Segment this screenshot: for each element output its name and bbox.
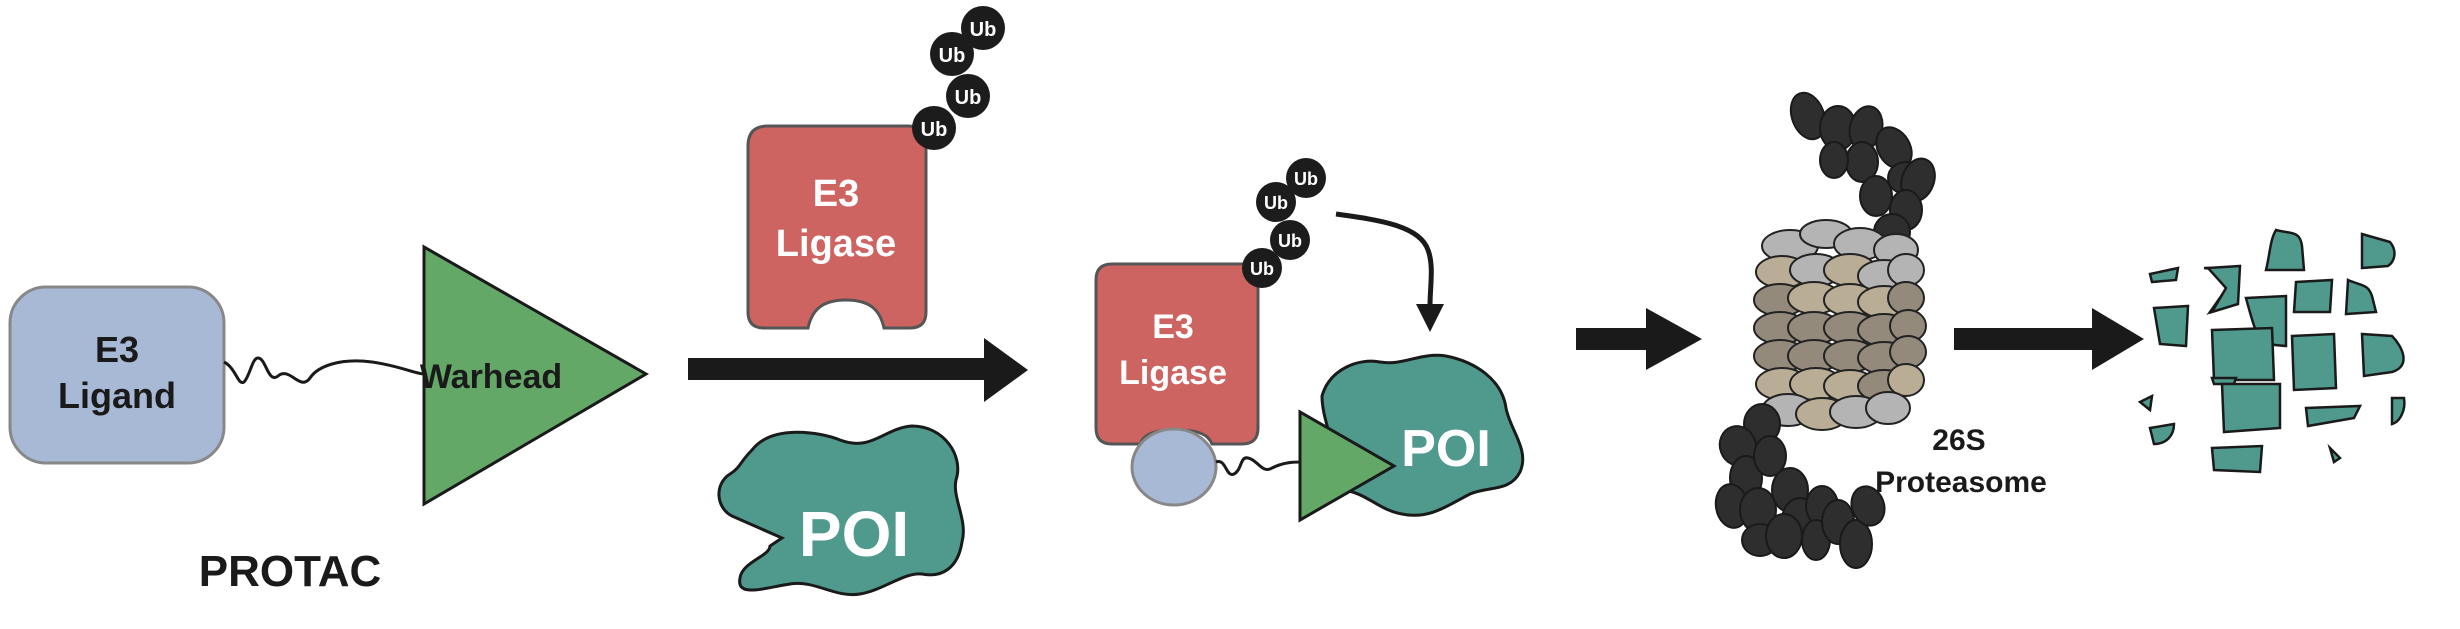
arrow-3 [1954,308,2144,370]
warhead-label: Warhead [420,358,562,396]
ubiquitin-transfer-arrow [1335,211,1434,307]
ternary-complex: E3 Ligase POI Ub Ub Ub Ub [1094,158,1525,523]
fragment [2390,396,2406,426]
arrow-1 [688,338,1028,402]
ub-circle [1286,158,1326,198]
ubiquitin-transfer-arrowhead [1416,304,1444,332]
arrow-2 [1576,308,1702,370]
polyubiquitin-chain-2: Ub Ub Ub Ub [1242,158,1326,288]
protac-linker [223,356,425,385]
e3-ligase-label-line1: E3 [813,173,859,215]
proteasome-bottom-cap [1714,403,1886,569]
ub-label: Ub [1264,193,1288,213]
fragment [2264,228,2306,272]
ub-circle [912,106,956,150]
ternary-e3-label-line1: E3 [1152,308,1194,346]
fragment [2360,232,2396,270]
e3-ligase-label-line2: Ligase [776,223,896,265]
ub-circle [946,74,990,118]
poi-blob [717,424,965,597]
degraded-peptide-fragments [2137,228,2406,474]
arrow-2-head [1646,308,1702,370]
ternary-poi-label: POI [1401,420,1491,478]
ub-label: Ub [939,45,966,67]
fragment [2292,278,2334,314]
arrow-3-shaft [1954,328,2096,350]
ternary-linker [1215,456,1303,476]
proteasome-top-cap [1789,91,1936,251]
proteasome-label-line1: 26S [1932,424,1985,457]
ub-label: Ub [921,119,948,141]
e3-ligase-unbound: E3 Ligase Ub Ub Ub Ub [746,6,1005,330]
protac-label: PROTAC [199,547,382,596]
ternary-e3-label-line2: Ligase [1119,354,1227,392]
poi-unbound: POI [717,424,965,597]
arrow-2-shaft [1576,328,1650,350]
arrow-3-head [2092,308,2144,370]
ub-circle [1242,248,1282,288]
e3-ligand-label-line1: E3 [95,329,139,370]
fragment [2327,443,2342,464]
fragment [2152,304,2190,348]
ub-label: Ub [1278,231,1302,251]
arrow-1-shaft [688,358,988,380]
proteasome-label-line2: Proteasome [1875,466,2047,499]
ub-label: Ub [955,87,982,109]
ternary-warhead [1298,409,1398,523]
ub-circle [1270,220,1310,260]
fragment [2220,382,2282,434]
ub-label: Ub [970,19,997,41]
fragment [2148,266,2180,284]
e3-ligand-block [8,285,226,465]
fragment [2148,422,2176,446]
ub-label: Ub [1250,259,1274,279]
proteasome: 26S Proteasome [1714,91,2047,569]
arrow-1-head [984,338,1028,402]
fragment [2205,264,2242,315]
fragment [2210,326,2276,382]
ub-circle [1256,182,1296,222]
fragment [2344,278,2378,316]
poi-label: POI [799,498,909,570]
fragment [2304,404,2363,428]
e3-ligand-label-line2: Ligand [58,375,176,416]
protac-molecule: E3 Ligand Warhead PROTAC [8,244,649,596]
proteasome-core [1753,219,1927,431]
fragment [2210,444,2264,474]
ub-circle [961,6,1005,50]
ternary-e3-ligand [1130,427,1218,507]
fragment [2137,393,2154,413]
fragment [2360,332,2405,378]
ub-circle [930,32,974,76]
fragment [2290,332,2338,392]
ub-label: Ub [1294,169,1318,189]
polyubiquitin-chain-1: Ub Ub Ub Ub [912,6,1005,150]
warhead-triangle [422,244,649,507]
